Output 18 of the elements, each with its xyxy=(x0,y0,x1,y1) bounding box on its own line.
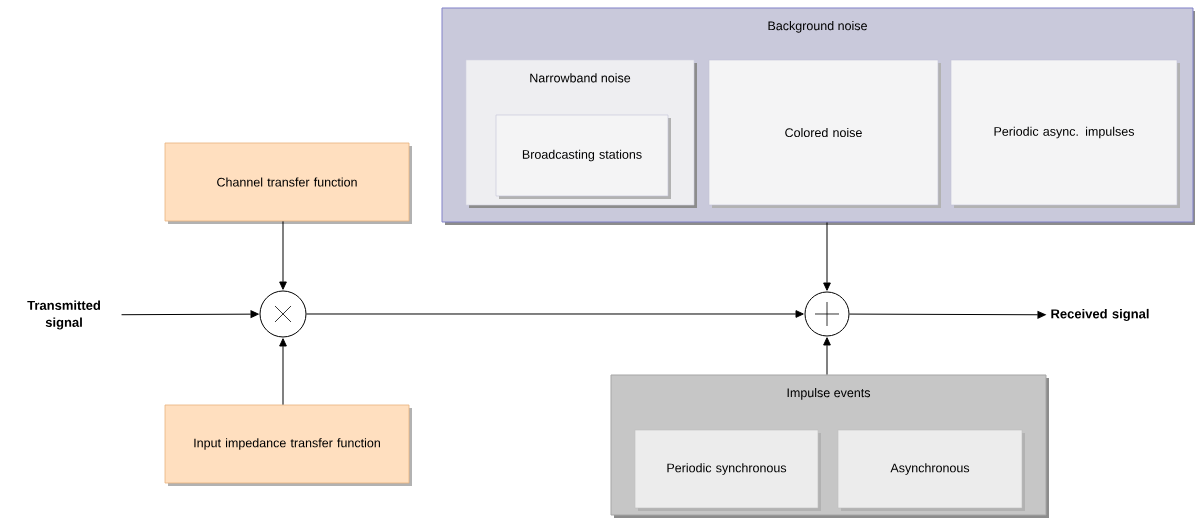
signal-label: Transmitted signal xyxy=(27,300,100,330)
process-box: Channel transfer function xyxy=(164,142,412,224)
arrow xyxy=(823,222,831,291)
process-box: Colored noise xyxy=(708,59,941,208)
arrow xyxy=(279,220,287,290)
multiplier-symbol xyxy=(259,290,307,338)
process-box: Asynchronous xyxy=(837,429,1025,511)
arrow xyxy=(121,310,259,318)
process-box: Input impedance transfer function xyxy=(164,404,412,486)
arrow xyxy=(849,310,1046,319)
process-box: Periodic async. impulses xyxy=(950,59,1180,208)
arrow xyxy=(306,310,804,318)
arrow xyxy=(279,338,287,406)
process-box: Periodic synchronous xyxy=(634,429,821,511)
arrow xyxy=(823,337,831,375)
signal-label: Received signal xyxy=(1051,308,1149,322)
process-box: Broadcasting stations xyxy=(495,114,671,199)
adder-symbol xyxy=(804,291,850,337)
